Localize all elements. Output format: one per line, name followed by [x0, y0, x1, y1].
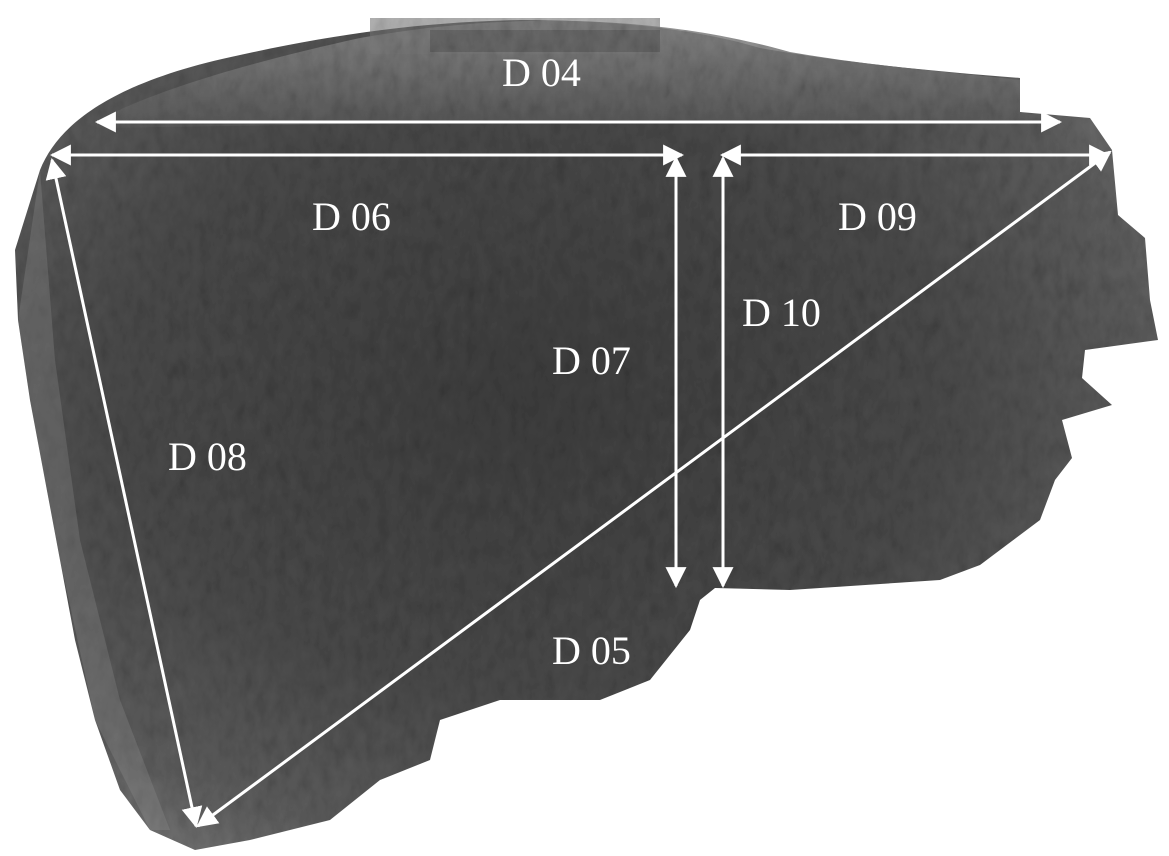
measurement-lines — [45, 111, 1112, 829]
top-ridge-block-2 — [430, 30, 660, 52]
liver-top-dome — [90, 20, 1060, 128]
d05-label: D 05 — [552, 628, 631, 673]
d09-label: D 09 — [838, 194, 917, 239]
d08-measure-line — [45, 157, 203, 829]
d07-label: D 07 — [552, 338, 631, 383]
d06-label: D 06 — [312, 194, 391, 239]
d05-measure-line — [196, 150, 1112, 828]
d04-label: D 04 — [502, 50, 581, 95]
d08-label: D 08 — [168, 434, 247, 479]
d10-label: D 10 — [742, 290, 821, 335]
